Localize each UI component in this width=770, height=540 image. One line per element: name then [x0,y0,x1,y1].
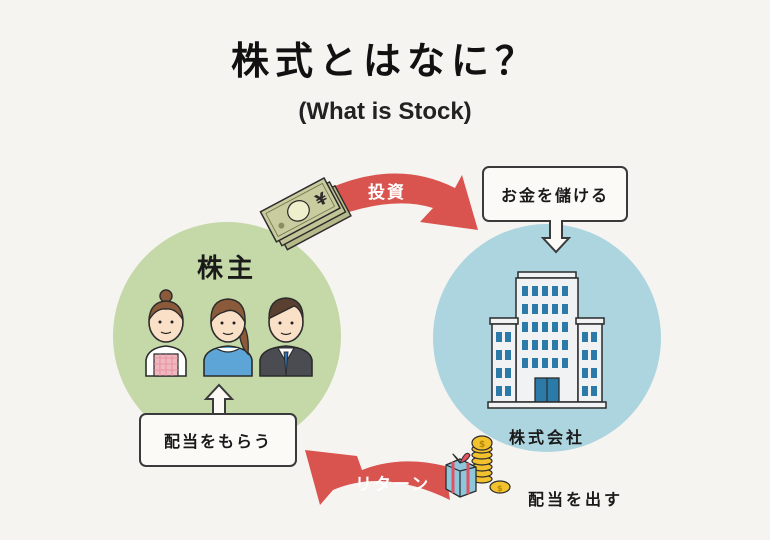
receive-dividend-box: 配当をもらう [139,413,297,467]
gift-and-coins-icon: $ $ [445,435,511,498]
shareholder-people-icon [145,289,313,377]
yen-banknotes-icon: ¥ [259,177,352,251]
page-subtitle: (What is Stock) [298,98,472,125]
woman-blue-shirt-icon [203,298,253,377]
issue-dividend-label: 配当を出す [528,490,624,509]
svg-text:$: $ [479,440,485,450]
up-arrow-icon [203,383,235,417]
receive-dividend-label: 配当をもらう [163,432,272,451]
woman-apron-icon [145,289,187,377]
company-label: 株式会社 [508,428,585,447]
man-suit-icon [259,297,313,377]
page-title: 株式とはなに？ [230,39,539,83]
down-arrow-icon [540,220,572,254]
shareholder-label: 株主 [196,254,257,284]
invest-label: 投資 [368,183,406,203]
svg-text:$: $ [497,484,503,493]
return-label: リターン [355,475,431,495]
earn-money-label: お金を儲ける [500,186,609,205]
office-building-icon [487,271,607,409]
